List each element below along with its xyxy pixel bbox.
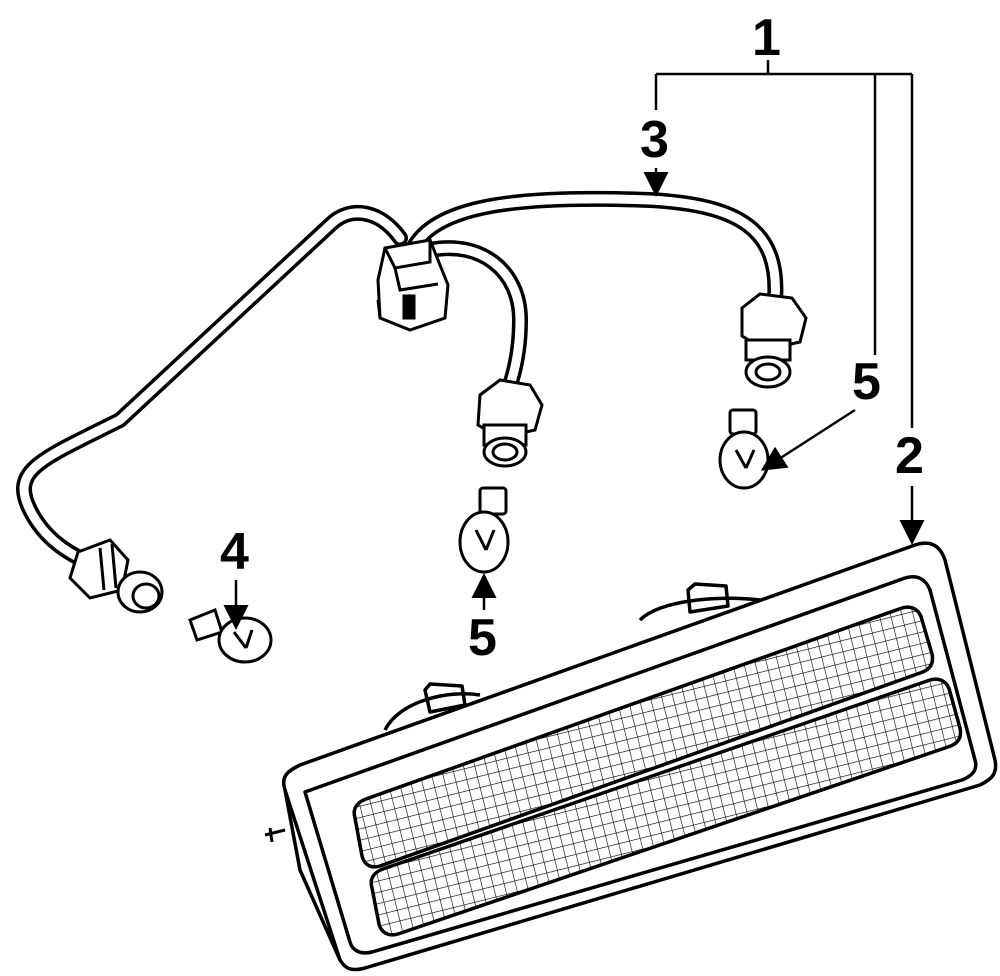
callout-3: 3: [640, 111, 669, 169]
lens-lower: [369, 677, 963, 937]
socket-left: [68, 538, 164, 614]
callout-4: 4: [220, 523, 249, 581]
bulb-part-5-center: [458, 486, 510, 574]
wiring-harness: [16, 190, 784, 573]
leader-lines: [223, 60, 925, 630]
callout-5-center: 5: [468, 609, 497, 667]
callout-1: 1: [752, 9, 781, 67]
harness-connector: [376, 238, 450, 332]
callout-5-right: 5: [852, 353, 881, 411]
callout-2: 2: [895, 427, 924, 485]
socket-center: [476, 378, 544, 468]
bulb-part-4: [188, 608, 273, 664]
socket-right: [740, 292, 808, 389]
bulb-part-5-right: [718, 408, 770, 490]
lens-upper: [352, 605, 935, 869]
